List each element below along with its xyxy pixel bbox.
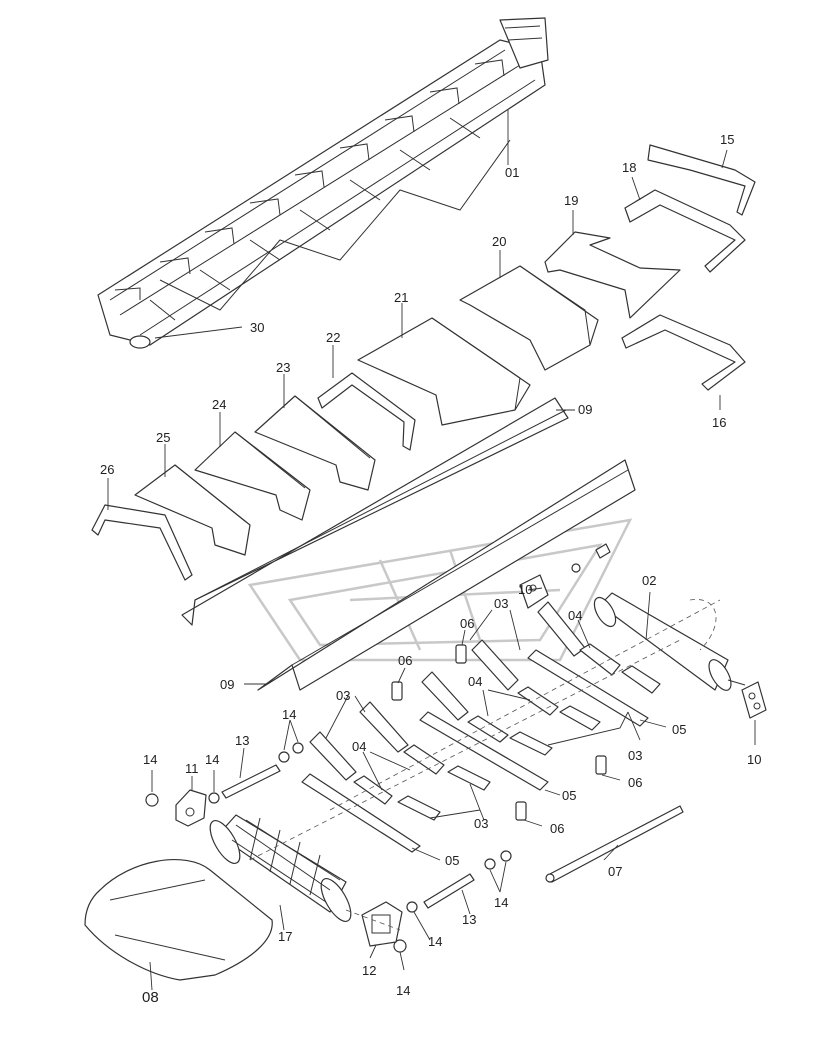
- knurled-drum: [209, 814, 401, 931]
- label-17: 17: [278, 929, 292, 944]
- threaded-rod-left: [221, 764, 281, 799]
- label-12: 12: [362, 963, 376, 978]
- label-25: 25: [156, 430, 170, 445]
- cover-16: [621, 314, 746, 391]
- leader-lines: [107, 110, 756, 991]
- label-05-a: 05: [672, 722, 686, 737]
- label-09-lower: 09: [220, 677, 234, 692]
- label-14-b: 14: [143, 752, 157, 767]
- cover-23: [254, 395, 376, 491]
- label-08: 08: [142, 989, 159, 1006]
- label-14-a: 14: [282, 707, 296, 722]
- bolt-and-washer: [571, 543, 611, 573]
- label-03-d: 03: [474, 816, 488, 831]
- tension-rod: [545, 805, 684, 883]
- label-14-d: 14: [494, 895, 508, 910]
- label-14-f: 14: [396, 983, 410, 998]
- cover-20: [459, 265, 599, 371]
- bracket-upper: [519, 574, 549, 609]
- label-15: 15: [720, 132, 734, 147]
- label-07: 07: [608, 864, 622, 879]
- label-13-b: 13: [462, 912, 476, 927]
- cover-25: [134, 464, 251, 556]
- belt: [84, 859, 273, 981]
- label-06-c: 06: [628, 775, 642, 790]
- spacers: [391, 644, 607, 821]
- label-21: 21: [394, 290, 408, 305]
- cover-21: [357, 317, 531, 426]
- angle-rail-upper: [181, 397, 569, 626]
- conveyor-frame: [97, 17, 549, 349]
- cover-26: [91, 504, 193, 581]
- label-20: 20: [492, 234, 506, 249]
- label-23: 23: [276, 360, 290, 375]
- label-24: 24: [212, 397, 226, 412]
- label-03-a: 03: [494, 596, 508, 611]
- label-05-b: 05: [562, 788, 576, 803]
- label-05-c: 05: [445, 853, 459, 868]
- label-04-a: 04: [568, 608, 582, 623]
- label-26: 26: [100, 462, 114, 477]
- cover-24: [194, 431, 311, 521]
- label-10-upper: 10: [518, 582, 532, 597]
- label-22: 22: [326, 330, 340, 345]
- label-03-c: 03: [628, 748, 642, 763]
- label-02: 02: [642, 573, 656, 588]
- label-13-a: 13: [235, 733, 249, 748]
- label-10-lower: 10: [747, 752, 761, 767]
- label-19: 19: [564, 193, 578, 208]
- assembly-centerlines: [249, 599, 721, 861]
- cover-19: [544, 231, 681, 319]
- label-06-b: 06: [398, 653, 412, 668]
- angle-rail-lower: [257, 459, 636, 691]
- rollers: [301, 601, 661, 853]
- label-09-upper: 09: [578, 402, 592, 417]
- part-labels: 01 30 15 18 19 20 21 22 23 24 25 26 09 0…: [100, 132, 761, 1006]
- cover-15: [647, 144, 756, 216]
- label-06-d: 06: [550, 821, 564, 836]
- label-16: 16: [712, 415, 726, 430]
- label-06-a: 06: [460, 616, 474, 631]
- label-11: 11: [185, 761, 199, 776]
- bearing-housing-12: [361, 901, 403, 947]
- label-14-e: 14: [428, 934, 442, 949]
- bearing-housing-11: [175, 789, 207, 827]
- label-04-c: 04: [352, 739, 366, 754]
- cover-22: [317, 372, 416, 451]
- label-01: 01: [505, 165, 519, 180]
- threaded-rod-right: [423, 873, 475, 909]
- label-03-b: 03: [336, 688, 350, 703]
- label-18: 18: [622, 160, 636, 175]
- label-14-c: 14: [205, 752, 219, 767]
- bracket-lower: [741, 681, 767, 719]
- cover-18: [624, 189, 746, 273]
- drive-drum: [593, 592, 746, 691]
- label-30: 30: [250, 320, 264, 335]
- nuts: [145, 742, 512, 953]
- label-04-b: 04: [468, 674, 482, 689]
